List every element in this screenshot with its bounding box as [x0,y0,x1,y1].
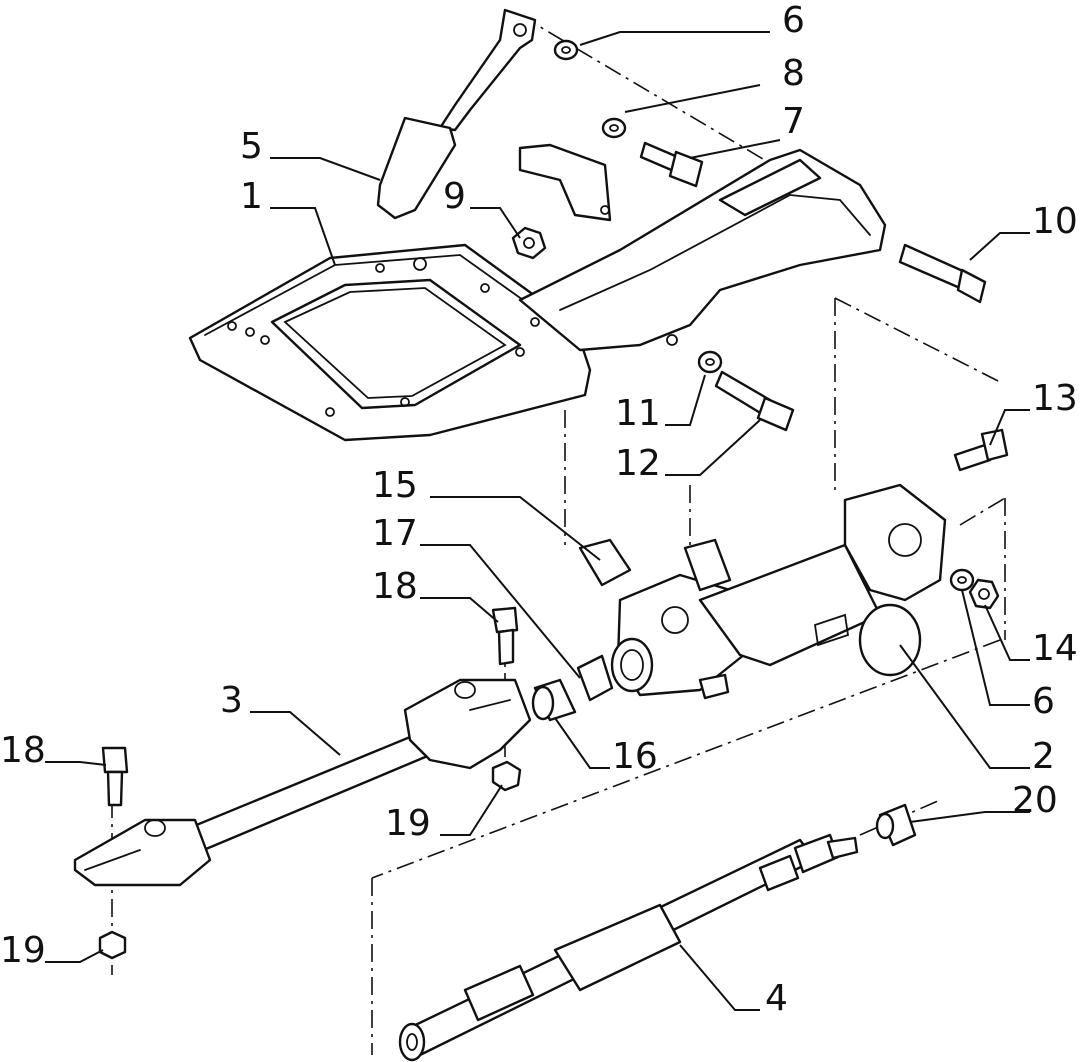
callout-20: 20 [1012,780,1058,821]
bolt-12 [714,370,795,432]
screw-13 [953,428,1009,472]
callout-12: 12 [615,443,661,484]
nut-9 [511,226,547,260]
intermediate-shaft [73,678,532,887]
callout-1: 1 [240,176,263,217]
support-frame [188,143,887,442]
nut-14 [968,578,1000,610]
callout-14: 14 [1032,628,1078,669]
bushing-20 [875,803,917,847]
stud-10 [898,243,987,304]
column-support [610,483,947,700]
callout-numbers: 6 8 7 5 1 9 10 13 11 12 15 17 18 14 3 6 … [0,0,1078,1019]
nut-19-upper [491,760,522,792]
callout-11: 11 [615,393,661,434]
callout-19-lower: 19 [0,930,46,971]
callout-9: 9 [443,176,466,217]
callout-17: 17 [372,513,418,554]
callout-2: 2 [1032,736,1055,777]
nut-14-hole [978,588,990,600]
washer-8-hole [609,124,619,132]
callout-3: 3 [220,680,243,721]
callout-4: 4 [765,978,788,1019]
washer-6-top [553,39,579,61]
bolt-7 [639,141,704,188]
nut-9-hole [523,237,535,249]
washer-6-top-hole [561,46,571,54]
callout-13: 13 [1032,378,1078,419]
callout-19-upper: 19 [385,803,431,844]
callout-6-lower: 6 [1032,681,1055,722]
callout-15: 15 [372,465,418,506]
callout-7: 7 [782,101,805,142]
callout-18-lower: 18 [0,730,46,771]
ring-17 [576,654,614,702]
washer-11 [697,350,723,374]
leader-lines [45,31,1030,1011]
washer-6-lower [949,568,975,592]
bolt-18-lower [101,746,129,807]
callout-10: 10 [1032,201,1078,242]
washer-8 [601,117,627,139]
callout-18-upper: 18 [372,566,418,607]
bushing-16 [531,678,577,722]
callout-6-top: 6 [782,0,805,41]
nut-19-lower [98,930,127,960]
bolt-18-upper [491,606,519,666]
washer-11-hole [705,358,715,366]
callout-16: 16 [612,736,658,777]
callout-5: 5 [240,126,263,167]
washer-6-lower-hole [957,576,967,584]
bushing-15 [578,538,632,587]
callout-8: 8 [782,53,805,94]
steering-shaft [398,833,859,1062]
gear-lever [376,8,537,220]
